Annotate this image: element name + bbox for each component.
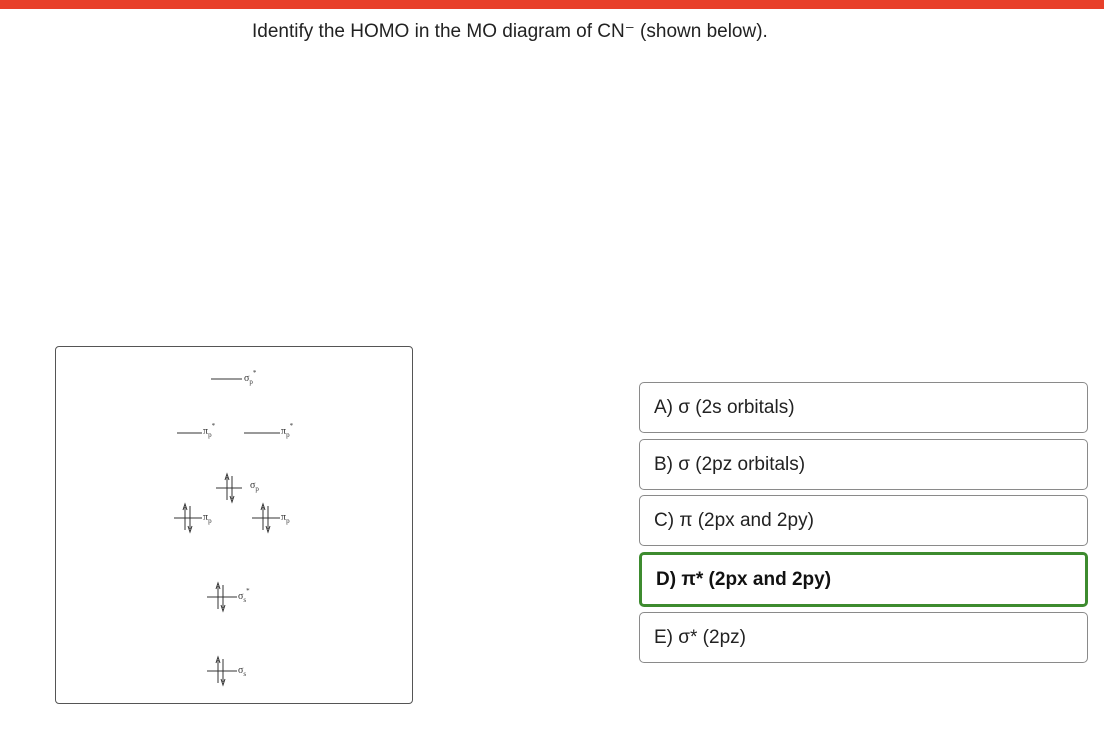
answer-option-e-label: E) σ* (2pz) <box>654 626 746 648</box>
answer-option-e[interactable]: E) σ* (2pz) <box>639 612 1088 663</box>
mo-level-pi-p-2: πp <box>252 502 290 534</box>
answer-option-b-label: B) σ (2pz orbitals) <box>654 453 806 475</box>
mo-label-pi-p-1: πp <box>203 512 212 525</box>
mo-diagram: σp* πp* πp* σp πp <box>55 346 413 704</box>
mo-level-sigma-s: σs <box>207 655 246 687</box>
mo-label-sigma-s-star: σs* <box>238 587 250 604</box>
answer-option-c[interactable]: C) π (2px and 2py) <box>639 495 1088 546</box>
mo-diagram-svg: σp* πp* πp* σp πp <box>174 369 294 687</box>
answer-option-c-label: C) π (2px and 2py) <box>654 509 814 531</box>
answer-option-d[interactable]: D) π* (2px and 2py) <box>639 552 1088 607</box>
mo-level-sigma-p: σp <box>216 472 259 504</box>
top-accent-bar <box>0 0 1104 9</box>
answer-option-b[interactable]: B) σ (2pz orbitals) <box>639 439 1088 490</box>
mo-level-pi-p-star-2: πp* <box>244 422 294 439</box>
mo-label-pi-p-star-2: πp* <box>281 422 294 439</box>
answer-option-a-label: A) σ (2s orbitals) <box>654 396 795 418</box>
mo-level-pi-p-star-1: πp* <box>177 422 216 439</box>
mo-label-sigma-p-star: σp* <box>244 369 257 386</box>
mo-level-sigma-p-star: σp* <box>211 369 257 386</box>
answer-option-d-label: D) π* (2px and 2py) <box>656 568 832 590</box>
mo-label-pi-p-star-1: πp* <box>203 422 216 439</box>
answer-option-a[interactable]: A) σ (2s orbitals) <box>639 382 1088 433</box>
mo-label-sigma-p: σp <box>250 480 259 493</box>
mo-level-pi-p-1: πp <box>174 502 212 534</box>
question-text: Identify the HOMO in the MO diagram of C… <box>252 21 768 42</box>
mo-label-sigma-s: σs <box>238 665 246 678</box>
mo-level-sigma-s-star: σs* <box>207 581 250 613</box>
mo-label-pi-p-2: πp <box>281 512 290 525</box>
